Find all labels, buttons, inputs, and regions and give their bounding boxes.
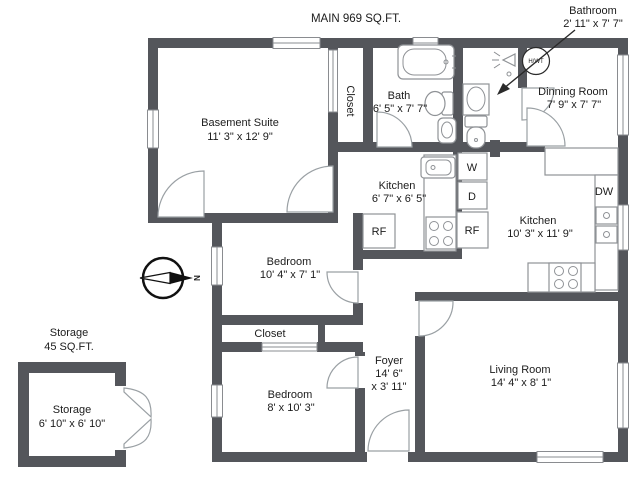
svg-text:14' 4" x 8' 1": 14' 4" x 8' 1" bbox=[491, 377, 551, 389]
svg-text:Bedroom: Bedroom bbox=[267, 256, 312, 268]
svg-text:x 3' 11": x 3' 11" bbox=[371, 381, 406, 393]
closet-top-slider bbox=[328, 49, 338, 113]
sink-icon bbox=[437, 117, 457, 144]
label-living: Living Room 14' 4" x 8' 1" bbox=[489, 364, 551, 389]
svg-text:Living Room: Living Room bbox=[489, 364, 550, 376]
svg-text:Bedroom: Bedroom bbox=[268, 389, 313, 401]
label-closet-mid: Closet bbox=[254, 328, 285, 340]
dryer-box: D bbox=[457, 181, 488, 210]
window-basement-top bbox=[272, 37, 321, 49]
svg-text:Kitchen: Kitchen bbox=[520, 215, 557, 227]
bathtub-icon bbox=[397, 44, 456, 80]
dryer-label: D bbox=[468, 191, 476, 203]
window-bedroom2-left bbox=[211, 384, 223, 418]
window-living-bottom bbox=[536, 451, 604, 463]
window-basement-left bbox=[147, 109, 159, 149]
svg-text:8' x 10' 3": 8' x 10' 3" bbox=[267, 402, 314, 414]
label-basement-suite: Basement Suite 11' 3" x 12' 9" bbox=[201, 117, 279, 143]
label-storage-callout: Storage 45 SQ.FT. bbox=[44, 327, 94, 353]
door-storage-leaf-top bbox=[123, 387, 152, 419]
toilet-icon bbox=[424, 90, 454, 117]
windows bbox=[147, 37, 629, 463]
fridge-bedroom-label: RF bbox=[372, 226, 387, 238]
label-dining: Dinning Room 7' 9" x 7' 7" bbox=[538, 86, 608, 111]
svg-text:45 SQ.FT.: 45 SQ.FT. bbox=[44, 341, 94, 353]
vanity-icon bbox=[462, 83, 490, 116]
svg-text:Bath: Bath bbox=[388, 90, 411, 102]
label-bedroom-bottom: Bedroom 8' x 10' 3" bbox=[267, 389, 314, 414]
compass: N bbox=[139, 256, 201, 300]
label-storage-room: Storage 6' 10" x 6' 10" bbox=[39, 404, 106, 430]
fridge-hall-label: RF bbox=[465, 225, 480, 237]
compass-north-label: N bbox=[192, 275, 201, 281]
svg-text:Dinning Room: Dinning Room bbox=[538, 86, 608, 98]
svg-text:10' 4" x 7' 1": 10' 4" x 7' 1" bbox=[260, 269, 320, 281]
label-bath: Bath 6' 5" x 7' 7" bbox=[373, 90, 427, 115]
dishwasher-label: DW bbox=[595, 186, 614, 198]
svg-text:Basement Suite: Basement Suite bbox=[201, 117, 279, 129]
label-bathroom-callout: Bathroom 2' 11" x 7' 7" bbox=[563, 5, 623, 30]
svg-text:Foyer: Foyer bbox=[375, 355, 403, 367]
label-closet-top: Closet bbox=[344, 85, 356, 116]
door-bedroom1 bbox=[326, 271, 359, 304]
bathroom-callout-name: Bathroom bbox=[569, 5, 617, 17]
door-basement-sw bbox=[157, 170, 205, 218]
door-bath bbox=[376, 111, 413, 148]
fridge-hall-box: RF bbox=[456, 211, 489, 249]
kitchen-main-counters: DW bbox=[527, 147, 619, 293]
doors bbox=[123, 87, 566, 452]
svg-text:6' 7" x 6' 5": 6' 7" x 6' 5" bbox=[372, 193, 426, 205]
compass-needle-tip bbox=[169, 271, 193, 285]
washer-label: W bbox=[467, 162, 478, 174]
closet-doors bbox=[261, 49, 338, 352]
shower-icon bbox=[492, 51, 516, 77]
bathroom-callout-dims: 2' 11" x 7' 7" bbox=[563, 18, 623, 30]
svg-text:Kitchen: Kitchen bbox=[379, 180, 416, 192]
bathroom-callout-arrow bbox=[497, 29, 576, 95]
svg-text:11' 3" x 12' 9": 11' 3" x 12' 9" bbox=[207, 131, 273, 143]
washer-box: W bbox=[457, 152, 488, 181]
svg-text:7' 9" x 7' 7": 7' 9" x 7' 7" bbox=[547, 99, 601, 111]
label-kitchen-small: Kitchen 6' 7" x 6' 5" bbox=[372, 180, 426, 205]
window-living-right bbox=[617, 362, 629, 429]
svg-text:6' 5" x 7' 7": 6' 5" x 7' 7" bbox=[373, 103, 427, 115]
door-entry bbox=[367, 409, 410, 452]
door-basement-east bbox=[286, 165, 334, 213]
stove-small-icon bbox=[425, 216, 457, 250]
fixtures: H/WT W D RF RF DW bbox=[362, 44, 619, 293]
stove-main-icon bbox=[548, 262, 582, 293]
closet-mid-slider bbox=[261, 342, 318, 352]
window-bedroom1-left bbox=[211, 246, 223, 286]
plan-title: MAIN 969 SQ.FT. bbox=[311, 13, 401, 25]
svg-text:10' 3" x 11' 9": 10' 3" x 11' 9" bbox=[507, 228, 573, 240]
label-kitchen-main: Kitchen 10' 3" x 11' 9" bbox=[507, 215, 573, 240]
svg-text:Storage: Storage bbox=[50, 327, 89, 339]
svg-text:Storage: Storage bbox=[53, 404, 92, 416]
svg-text:14' 6": 14' 6" bbox=[375, 368, 403, 380]
label-foyer: Foyer 14' 6" x 3' 11" bbox=[371, 355, 406, 393]
svg-text:6' 10" x 6' 10": 6' 10" x 6' 10" bbox=[39, 418, 106, 430]
door-storage-leaf-bottom bbox=[123, 417, 152, 449]
door-dining-south bbox=[526, 107, 566, 147]
label-bedroom-mid: Bedroom 10' 4" x 7' 1" bbox=[260, 256, 320, 281]
door-bedroom2 bbox=[326, 356, 359, 389]
labels: MAIN 969 SQ.FT. Bathroom 2' 11" x 7' 7" … bbox=[39, 5, 623, 430]
window-kitchen-right bbox=[617, 204, 629, 251]
window-dining-right bbox=[617, 54, 629, 136]
fridge-bedroom-box: RF bbox=[362, 213, 396, 249]
door-living bbox=[418, 300, 454, 337]
toilet2-icon bbox=[464, 115, 488, 149]
